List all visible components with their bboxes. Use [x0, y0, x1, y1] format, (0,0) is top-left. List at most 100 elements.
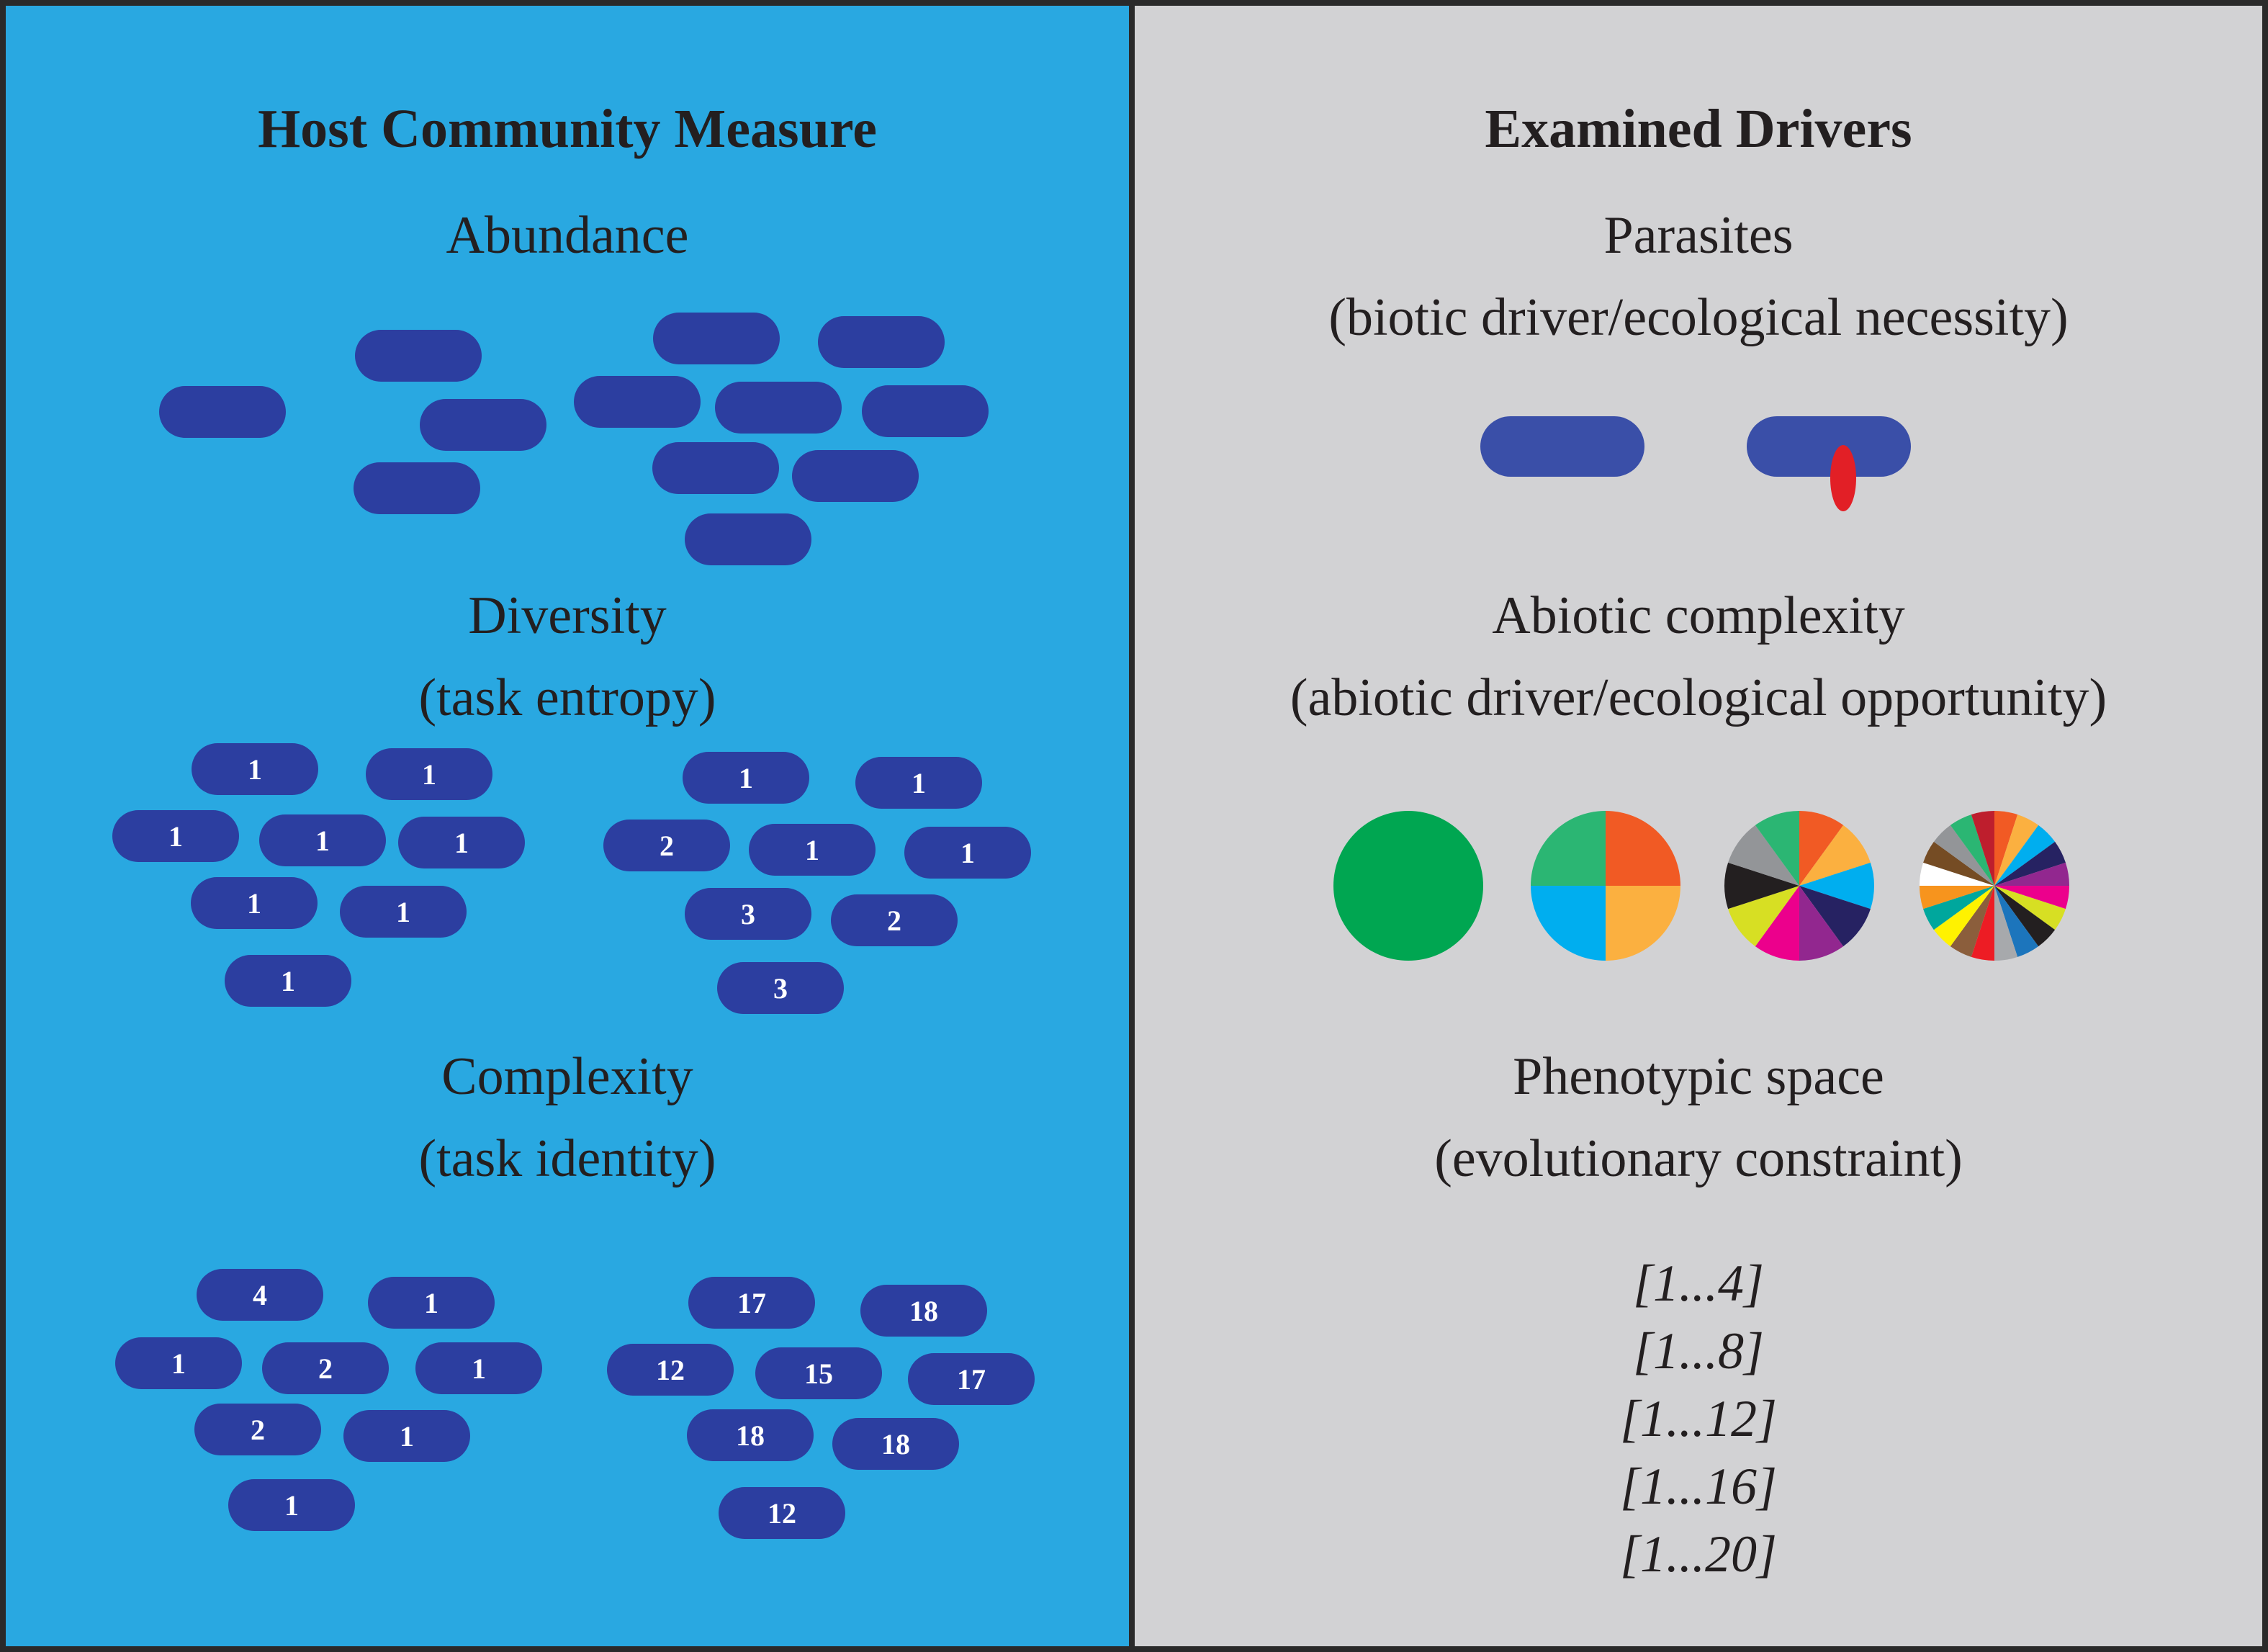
host-cell: 3	[717, 962, 844, 1014]
host-cell	[862, 385, 989, 437]
host-cell	[652, 442, 779, 494]
host-cell: 1	[225, 955, 351, 1007]
pie-slice	[1994, 886, 2069, 910]
host-cell	[818, 316, 945, 368]
phenotypic-subtitle: (evolutionary constraint)	[1434, 1129, 1963, 1188]
pie-slice	[1933, 825, 1994, 886]
phenotype-range: [1...4]	[1632, 1254, 1765, 1312]
infected-host-cell	[1747, 416, 1911, 477]
pie-slice	[1799, 886, 1871, 947]
host-cell	[685, 513, 811, 565]
host-cell	[159, 386, 286, 438]
pie-slice	[1920, 862, 1994, 886]
examined-drivers-panel: Examined Drivers Parasites (biotic drive…	[1135, 6, 2262, 1646]
resource-pie-4	[1531, 811, 1680, 961]
pie-slice	[1923, 841, 1994, 886]
complexity-title: Complexity	[441, 1047, 693, 1106]
host-cell: 1	[343, 1410, 470, 1462]
pie-slice	[1994, 814, 2039, 886]
host-cell: 1	[192, 743, 318, 795]
host-cell	[715, 382, 842, 434]
pie-slice	[1799, 825, 1871, 886]
host-cell	[420, 399, 546, 451]
parasites-title: Parasites	[1603, 206, 1794, 265]
pie-slice	[1799, 811, 1844, 886]
host-cell	[355, 330, 482, 382]
host-cell: 1	[112, 810, 239, 862]
pie-slice	[1994, 886, 2066, 930]
pie-slice	[1994, 811, 2018, 886]
pie-slice	[1994, 886, 2039, 957]
pie-slice	[1724, 862, 1799, 910]
host-cell: 15	[755, 1347, 882, 1399]
pie-slice	[1950, 814, 1994, 886]
host-cell: 2	[603, 820, 730, 871]
parasite-marker	[1830, 445, 1856, 511]
pie-slice	[1606, 811, 1680, 886]
host-cell: 1	[259, 814, 386, 866]
phenotype-range: [1...8]	[1632, 1322, 1765, 1380]
uninfected-host-cell	[1480, 416, 1644, 477]
pie-slice	[1920, 886, 1994, 910]
host-cell: 1	[683, 752, 809, 804]
examined-drivers-heading: Examined Drivers	[1485, 99, 1912, 159]
host-community-heading: Host Community Measure	[258, 99, 877, 159]
pie-slice	[1933, 886, 1994, 947]
pie-slice	[1728, 886, 1799, 947]
resource-pie-1	[1333, 811, 1483, 961]
diversity-title: Diversity	[468, 586, 667, 645]
pie-slice	[1994, 862, 2069, 886]
host-cell: 17	[688, 1277, 815, 1329]
host-cell: 2	[262, 1342, 389, 1394]
host-cell: 1	[340, 886, 467, 938]
pie-slice	[1799, 886, 1844, 961]
abiotic-title: Abiotic complexity	[1492, 586, 1905, 645]
abundance-title: Abundance	[446, 206, 689, 265]
pie-slice	[1755, 886, 1799, 961]
pie-slice	[1728, 825, 1799, 886]
resource-pie-20	[1920, 811, 2069, 961]
host-cell: 1	[749, 824, 876, 876]
host-cell: 1	[415, 1342, 542, 1394]
host-community-panel: Host Community Measure Abundance Diversi…	[6, 6, 1129, 1646]
host-cell: 1	[368, 1277, 495, 1329]
resource-pie-10	[1724, 811, 1874, 961]
pie-slice	[1994, 886, 2056, 947]
host-cell: 12	[607, 1344, 734, 1396]
complexity-subtitle: (task identity)	[418, 1129, 716, 1188]
pie-slice	[1994, 841, 2066, 886]
pie-slice	[1994, 886, 2018, 961]
host-cell: 17	[908, 1353, 1035, 1405]
host-cell: 4	[197, 1269, 323, 1321]
host-cell	[354, 462, 480, 514]
pie-slice	[1606, 886, 1680, 961]
phenotypic-title: Phenotypic space	[1513, 1047, 1884, 1106]
pie-slice	[1531, 886, 1606, 961]
host-cell: 1	[904, 827, 1031, 879]
pie-slice	[1971, 811, 1994, 886]
pie-slice	[1531, 811, 1606, 886]
abiotic-subtitle: (abiotic driver/ecological opportunity)	[1290, 668, 2107, 727]
host-cell: 1	[228, 1479, 355, 1531]
parasites-subtitle: (biotic driver/ecological necessity)	[1328, 288, 2069, 347]
host-cell: 18	[860, 1285, 987, 1337]
pie-slice	[1950, 886, 1994, 957]
host-cell	[653, 313, 780, 364]
pie-slice	[1971, 886, 1994, 961]
phenotype-range: [1...12]	[1619, 1390, 1778, 1447]
host-cell: 1	[855, 757, 982, 809]
host-cell: 18	[832, 1418, 959, 1470]
host-cell: 1	[191, 877, 318, 929]
host-cell: 12	[719, 1487, 845, 1539]
host-cell: 2	[194, 1404, 321, 1455]
pie-slice	[1755, 811, 1799, 886]
pie-slice	[1333, 811, 1483, 961]
pie-slice	[1799, 862, 1874, 910]
host-cell: 1	[115, 1337, 242, 1389]
host-cell	[574, 376, 701, 428]
host-cell: 2	[831, 894, 958, 946]
pie-slice	[1994, 825, 2056, 886]
phenotype-range: [1...20]	[1619, 1525, 1778, 1583]
host-cell	[792, 450, 919, 502]
